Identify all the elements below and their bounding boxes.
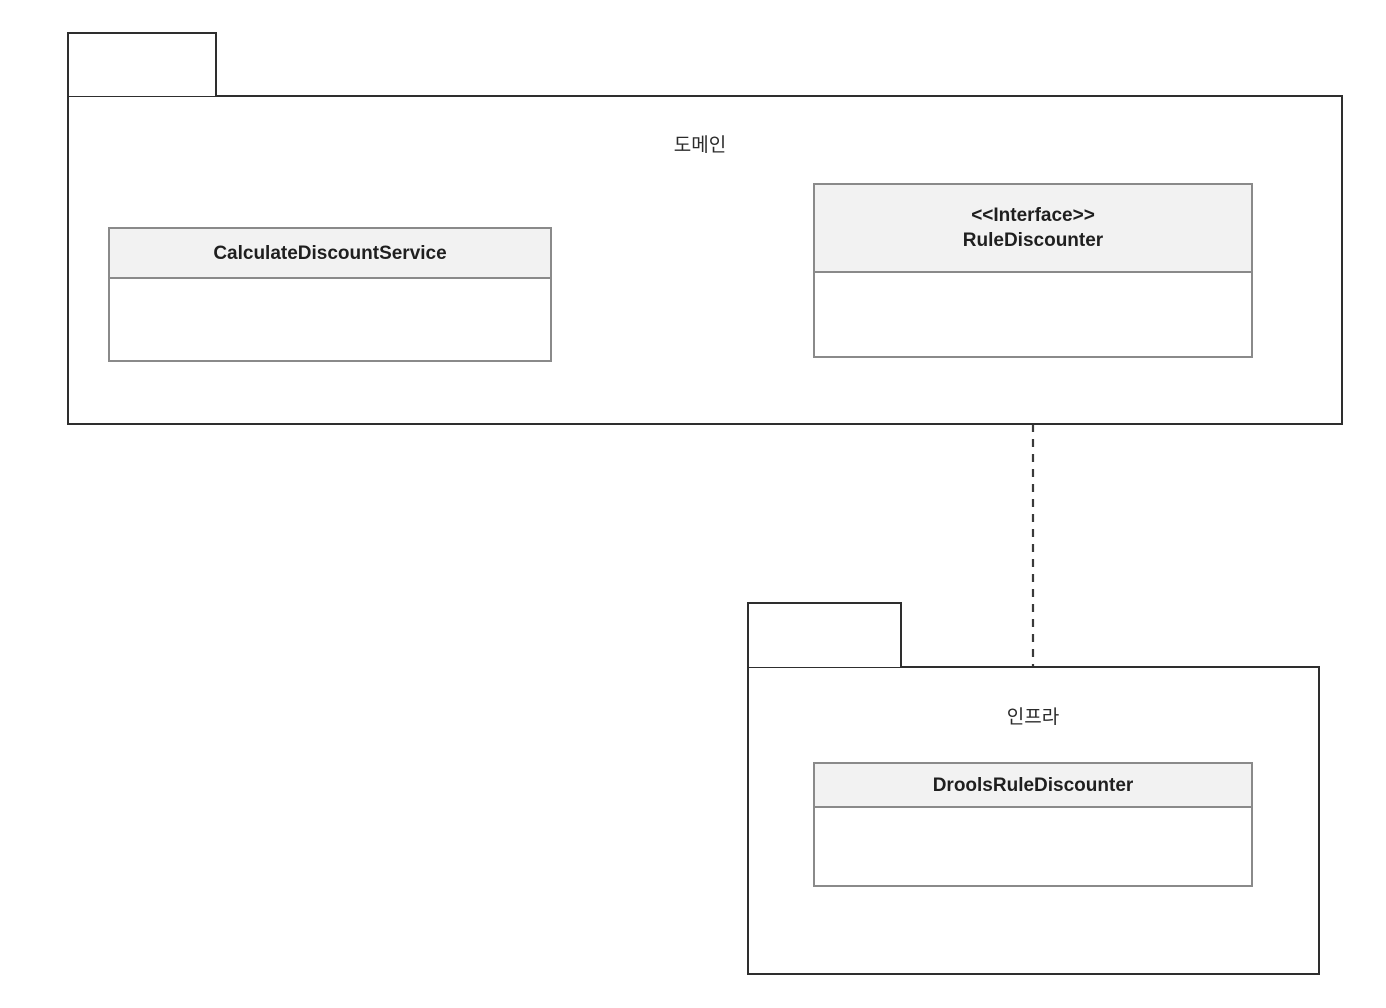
class-box-drools-rule-discounter[interactable]: DroolsRuleDiscounter — [813, 762, 1253, 887]
package-label-domain: 도메인 — [673, 135, 727, 156]
interface-stereotype-label: <<Interface>> — [971, 205, 1095, 226]
package-tab-domain[interactable] — [67, 32, 217, 96]
interface-name-rule-discounter: RuleDiscounter — [962, 230, 1104, 251]
package-tab-infra[interactable] — [747, 602, 902, 667]
class-header-calculate-discount-service: CalculateDiscountService — [110, 229, 550, 279]
class-members-drools-rule-discounter — [815, 808, 1251, 885]
interface-box-rule-discounter[interactable]: <<Interface>> RuleDiscounter — [813, 183, 1253, 358]
package-label-infra: 인프라 — [1006, 707, 1060, 728]
interface-members-rule-discounter — [815, 273, 1251, 356]
class-members-calculate-discount-service — [110, 279, 550, 360]
interface-header-rule-discounter: <<Interface>> RuleDiscounter — [815, 185, 1251, 273]
class-name-calculate-discount-service: CalculateDiscountService — [213, 242, 447, 264]
class-box-calculate-discount-service[interactable]: CalculateDiscountService — [108, 227, 552, 362]
class-name-drools-rule-discounter: DroolsRuleDiscounter — [932, 774, 1134, 796]
class-header-drools-rule-discounter: DroolsRuleDiscounter — [815, 764, 1251, 808]
